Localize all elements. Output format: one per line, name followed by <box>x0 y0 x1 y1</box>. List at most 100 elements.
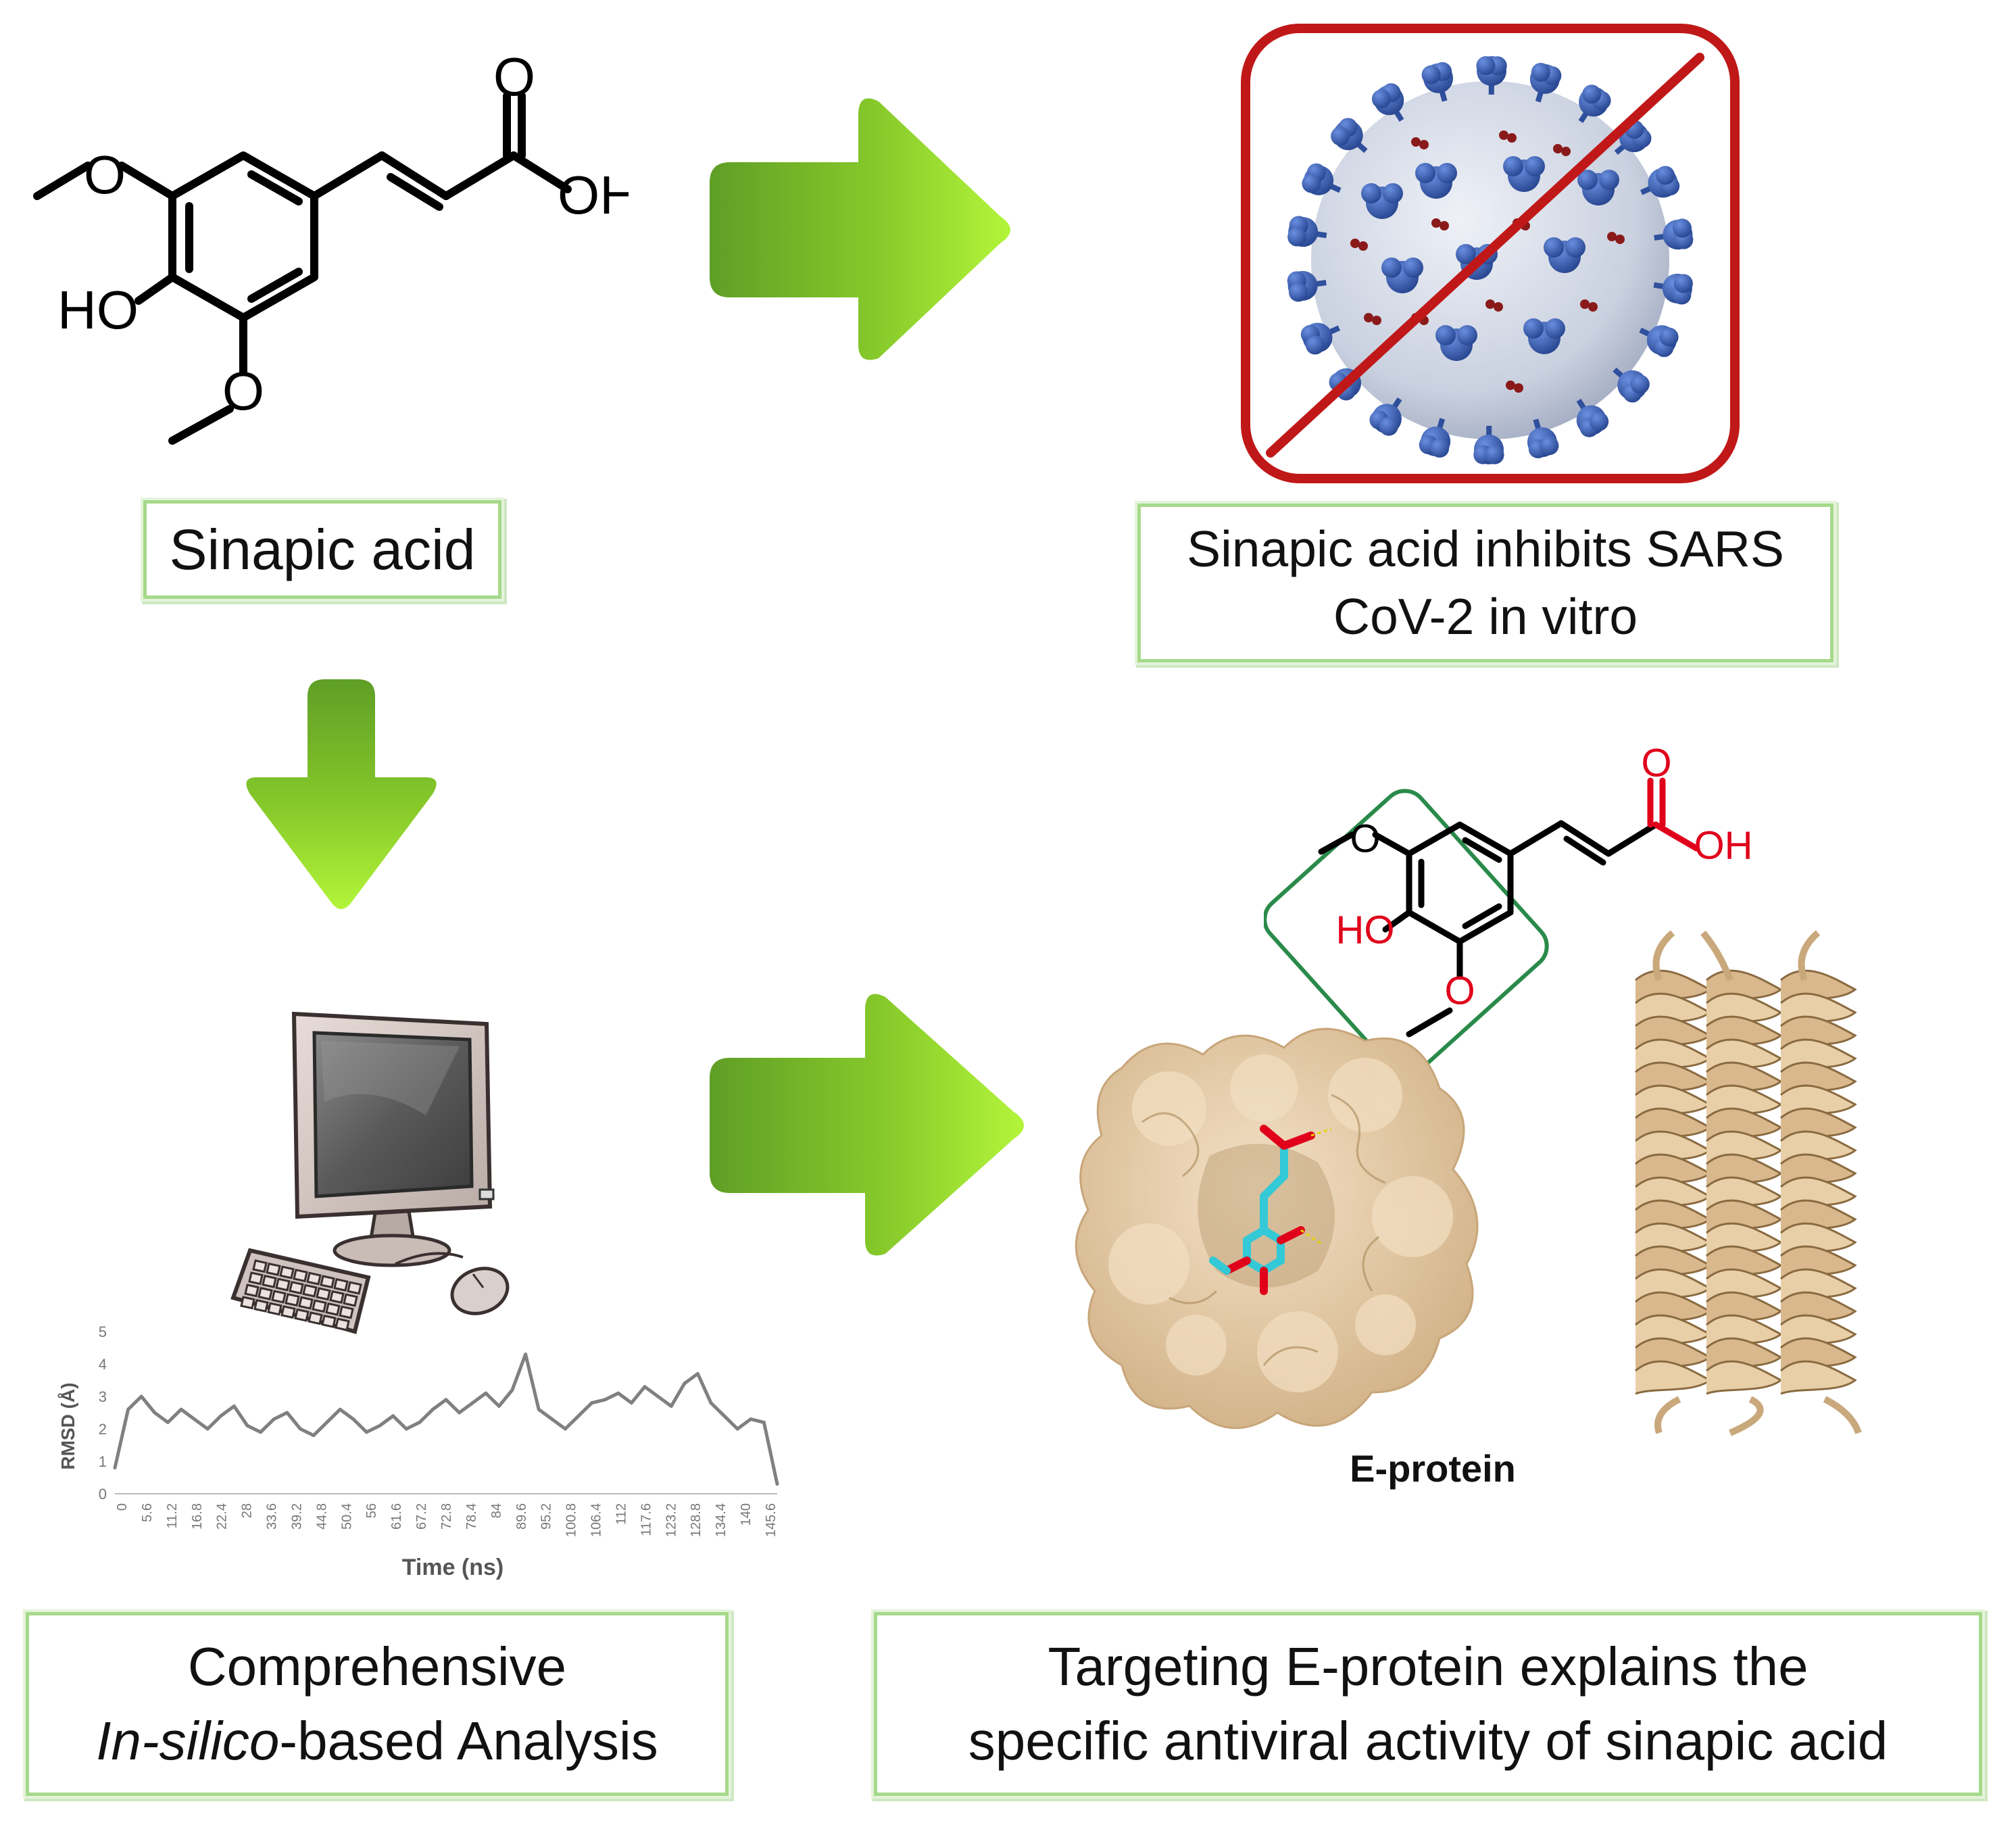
spike-protein-icon <box>1653 273 1693 305</box>
membrane-protein-dot <box>1411 137 1429 149</box>
helix-turn <box>1635 1360 1712 1395</box>
rmsd-data-point <box>497 1404 501 1408</box>
rmsd-data-point <box>695 1371 699 1375</box>
rmsd-data-point <box>470 1401 474 1405</box>
rmsd-data-point <box>458 1411 462 1415</box>
keyboard-key <box>302 1284 318 1298</box>
chart-x-tick-label: 72.8 <box>439 1503 454 1530</box>
rmsd-data-point <box>179 1407 183 1411</box>
spike-protein-icon <box>1613 367 1650 403</box>
rmsd-series-line <box>113 1353 779 1485</box>
rmsd-data-point <box>325 1420 329 1424</box>
bottom-methoxy-oxygen-label: O <box>222 361 264 421</box>
rmsd-data-point <box>669 1404 673 1408</box>
chart-x-tick-label: 100.8 <box>564 1503 579 1537</box>
spike-protein-icon <box>1331 118 1368 153</box>
sinapic-acid-highlighted-structure: O O OH HO O <box>1264 741 1753 1077</box>
chart-x-tick-label: 106.4 <box>589 1503 604 1537</box>
e-protein-surface-with-ligand <box>1075 1027 1479 1430</box>
rmsd-data-point <box>272 1417 276 1421</box>
arrow-right-top <box>710 98 1010 360</box>
membrane-protein-dot <box>1607 232 1625 244</box>
spike-protein-icon <box>1544 237 1585 273</box>
pharmacophore-highlight-box <box>1264 789 1549 1077</box>
rmsd-data-point <box>484 1391 488 1395</box>
chart-x-tick-label: 39.2 <box>289 1503 304 1530</box>
rmsd-data-point <box>404 1427 408 1431</box>
chart-x-tick-label: 128.8 <box>689 1503 704 1537</box>
rmsd-data-point <box>193 1417 197 1421</box>
rmsd-data-point <box>219 1414 223 1418</box>
chart-x-tick-label: 0 <box>115 1503 130 1511</box>
keyboard-key <box>335 1317 350 1332</box>
spike-protein-icon <box>1578 84 1611 124</box>
chart-x-tick-label: 117.6 <box>639 1503 654 1536</box>
insilico-caption-line2: In-silico-based Analysis <box>96 1704 658 1778</box>
prohibition-slash <box>1266 53 1704 458</box>
keyboard-key <box>312 1299 327 1313</box>
keyboard-key <box>244 1284 260 1298</box>
rmsd-data-point <box>205 1427 210 1431</box>
spike-protein-icon <box>1473 425 1504 464</box>
targeting-caption-line1: Targeting E-protein explains the <box>1048 1636 1809 1697</box>
rmsd-data-point <box>312 1434 316 1438</box>
rmsd-data-point <box>378 1423 382 1428</box>
chart-x-axis-label: Time (ns) <box>402 1555 504 1580</box>
spike-protein-icon <box>1287 270 1327 302</box>
keyboard-key <box>294 1308 310 1322</box>
sinapic-acid-caption: Sinapic acid <box>143 500 501 599</box>
rmsd-data-point <box>444 1398 448 1402</box>
targeting-caption: Targeting E-protein explains the specifi… <box>874 1612 1982 1796</box>
helix-turn <box>1706 1360 1783 1395</box>
insilico-caption-line1: Comprehensive <box>187 1636 567 1697</box>
rmsd-data-point <box>418 1420 422 1424</box>
highlighted-bottom-oxygen-label: O <box>1444 969 1475 1013</box>
membrane-protein-dot <box>1499 130 1517 143</box>
rmsd-data-point <box>139 1394 143 1398</box>
spike-protein-icon <box>1639 325 1679 358</box>
sars-cov-2-prohibited-illustration <box>1241 24 1740 483</box>
helix-loop <box>1729 1396 1764 1436</box>
chart-x-tick-label: 67.2 <box>414 1503 429 1530</box>
rmsd-data-point <box>709 1401 713 1405</box>
spike-protein-icon <box>1435 325 1477 361</box>
rmsd-data-point <box>563 1427 567 1431</box>
keyboard-key <box>275 1277 291 1292</box>
rmsd-data-point <box>775 1482 779 1486</box>
spike-protein-icon <box>1529 62 1562 103</box>
rmsd-data-point <box>166 1420 170 1424</box>
rmsd-data-point <box>683 1382 687 1386</box>
rmsd-data-point <box>735 1427 739 1431</box>
arrow-right-bottom <box>710 994 1024 1256</box>
highlighted-carbonyl-oxygen-label: O <box>1641 741 1671 785</box>
spike-protein-icon <box>1381 258 1423 293</box>
keyboard-key <box>343 1293 358 1307</box>
rmsd-data-point <box>576 1414 581 1418</box>
keyboard-key <box>271 1290 287 1304</box>
chart-x-tick-label: 22.4 <box>215 1503 230 1530</box>
keyboard-key <box>279 1265 295 1280</box>
chart-y-tick-label: 4 <box>99 1356 107 1373</box>
chart-y-tick-label: 1 <box>99 1453 107 1470</box>
rmsd-data-point <box>722 1414 727 1418</box>
keyboard-key <box>339 1305 354 1319</box>
spike-protein-icon <box>1640 166 1680 198</box>
chart-x-tick-label: 5.6 <box>140 1503 155 1522</box>
inhibits-caption-line2: CoV-2 in vitro <box>1333 587 1638 645</box>
rmsd-data-point <box>259 1430 263 1434</box>
spike-protein-icon <box>1503 156 1545 192</box>
keyboard-key <box>253 1298 269 1313</box>
keyboard-key <box>293 1269 308 1283</box>
chart-y-tick-label: 0 <box>99 1486 107 1503</box>
chart-x-tick-label: 50.4 <box>339 1503 354 1530</box>
rmsd-data-point <box>364 1430 368 1434</box>
spike-protein-icon <box>1287 216 1327 247</box>
rmsd-data-point <box>232 1404 236 1408</box>
helix-loop <box>1700 930 1734 981</box>
chart-x-tick-label: 61.6 <box>389 1503 404 1530</box>
targeting-caption-line2: specific antiviral activity of sinapic a… <box>968 1711 1888 1771</box>
keyboard-key <box>240 1296 255 1310</box>
rmsd-data-point <box>510 1388 514 1392</box>
spike-protein-icon <box>1302 163 1342 195</box>
